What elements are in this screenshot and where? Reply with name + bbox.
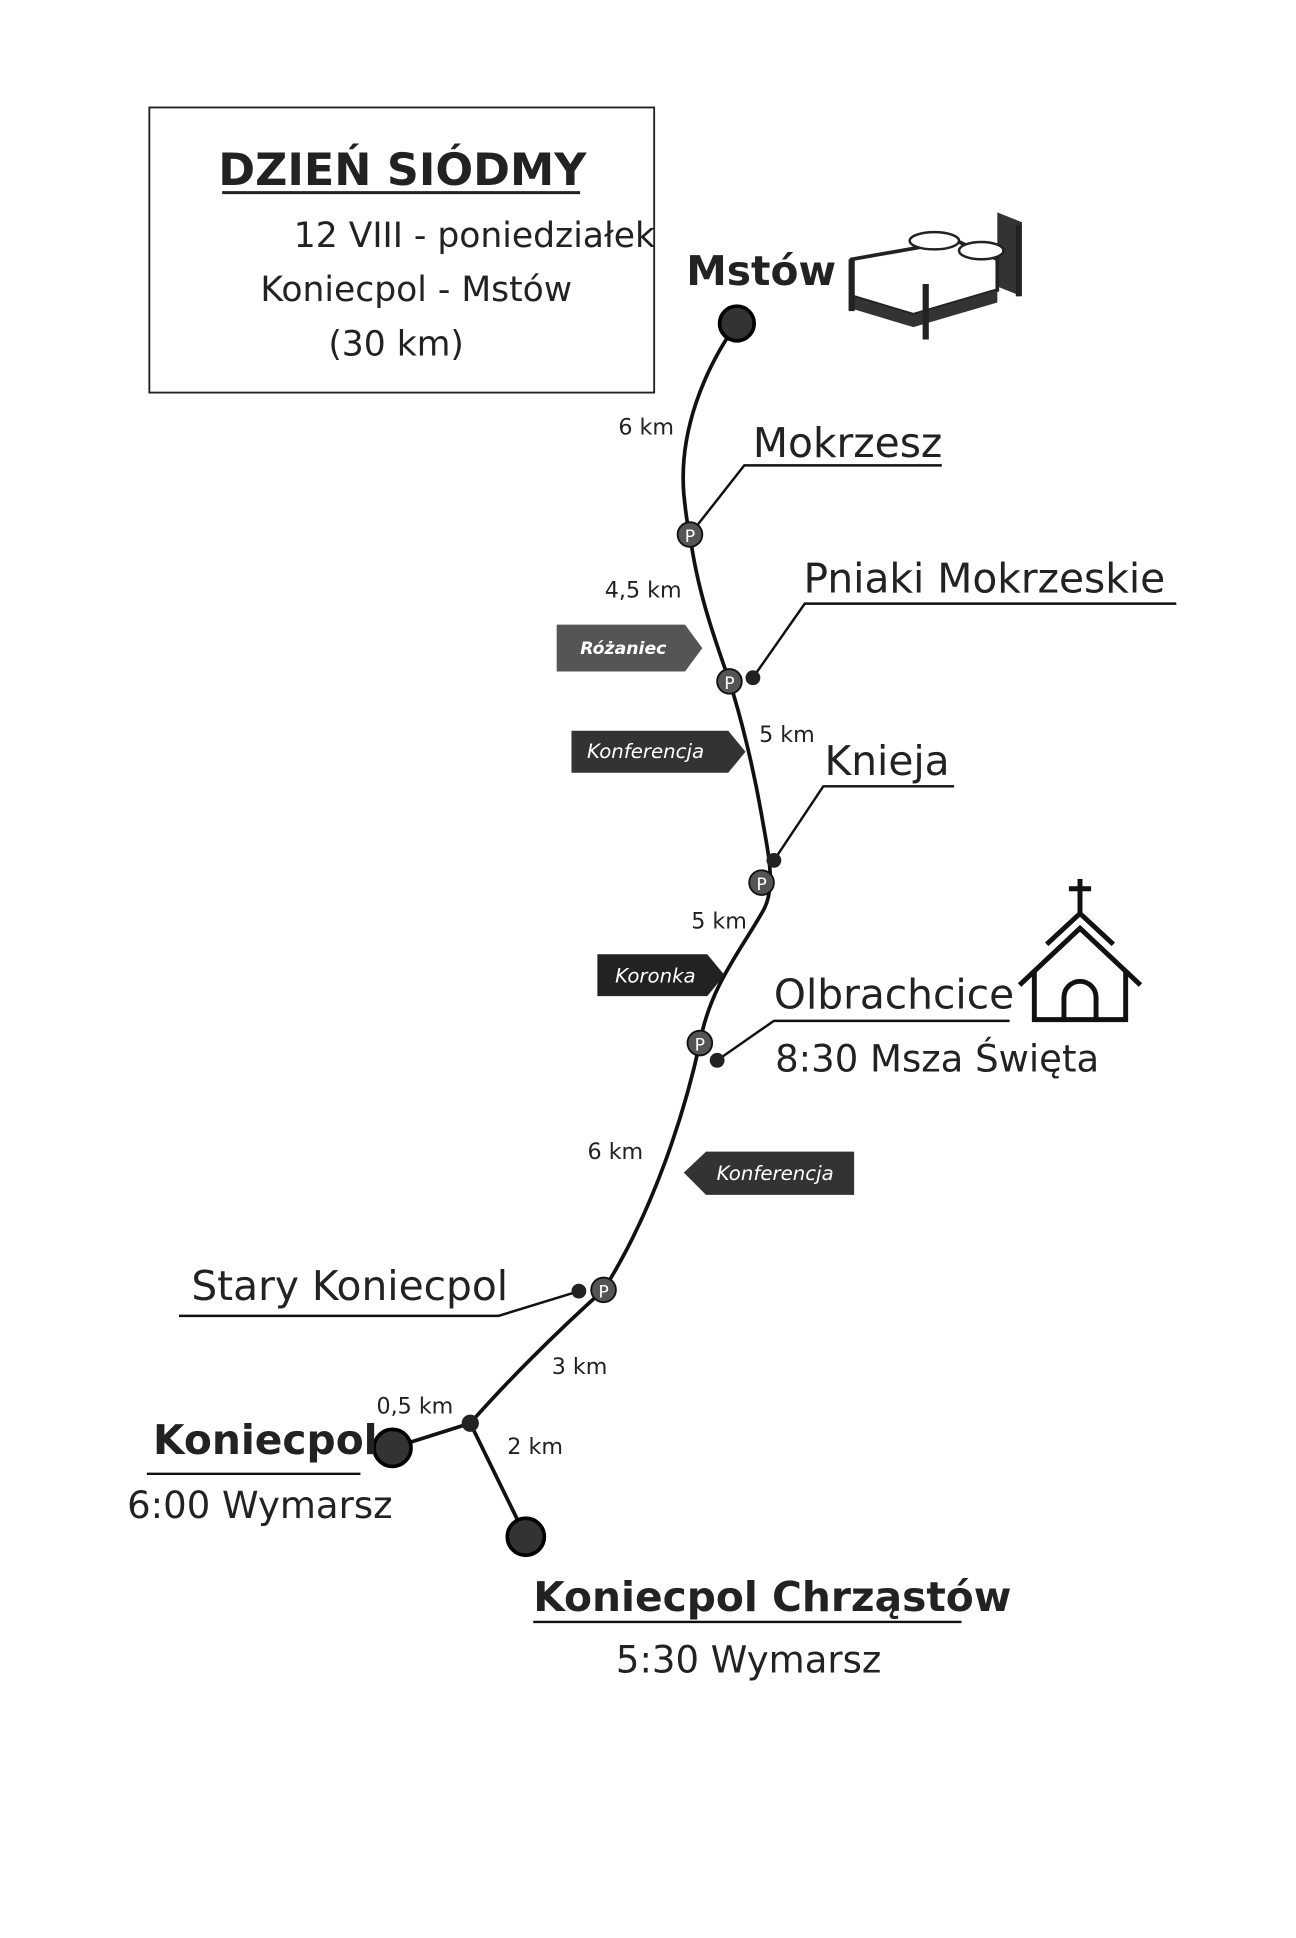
junction-point: [461, 1414, 479, 1432]
label-olbrachcice: Olbrachcice: [774, 970, 1014, 1018]
label-stary-koniecpol: Stary Koniecpol: [191, 1262, 508, 1310]
svg-text:Konferencja: Konferencja: [717, 1162, 834, 1185]
label-mokrzesz: Mokrzesz: [753, 419, 942, 467]
stop-marker: P: [748, 869, 775, 896]
stop-markers: P P P P P: [590, 521, 775, 1304]
svg-text:P: P: [685, 527, 695, 547]
bed-icon: [848, 212, 1022, 340]
point-koniecpol: [372, 1427, 413, 1469]
stop-marker: P: [686, 1029, 714, 1057]
stop-marker: P: [716, 668, 743, 695]
label-chrzastow-departure: 5:30 Wymarsz: [616, 1639, 881, 1682]
label-pniaki: Pniaki Mokrzeskie: [804, 555, 1166, 603]
dot-knieja: [766, 852, 782, 868]
svg-text:P: P: [598, 1282, 608, 1302]
label-mstow: Mstów: [686, 247, 836, 295]
point-chrzastow: [505, 1516, 547, 1558]
date-text: 12 VIII - poniedziałek: [294, 216, 655, 256]
dot-stary-koniecpol: [571, 1283, 587, 1299]
dot-pniaki: [745, 670, 761, 686]
day-title: DZIEŃ SIÓDMY: [218, 143, 587, 196]
svg-text:Koronka: Koronka: [615, 965, 696, 988]
svg-text:P: P: [724, 674, 734, 694]
route-text: Koniecpol - Mstów: [260, 270, 572, 310]
route-line: [468, 322, 773, 1425]
distance-label: 3 km: [552, 1354, 608, 1380]
leader-lines: [146, 464, 1177, 1624]
stop-marker: P: [676, 521, 704, 548]
distance-label: 0,5 km: [376, 1393, 453, 1419]
distance-label: 6 km: [588, 1139, 644, 1165]
svg-text:P: P: [695, 1035, 705, 1055]
church-icon: [1017, 878, 1143, 1023]
svg-text:P: P: [756, 875, 766, 895]
distance-label: 2 km: [507, 1434, 563, 1460]
title-box: DZIEŃ SIÓDMY 12 VIII - poniedziałek Koni…: [148, 106, 656, 394]
tag-koronka: Koronka: [597, 954, 725, 997]
distance-label: 4,5 km: [605, 577, 682, 603]
svg-text:Różaniec: Różaniec: [580, 639, 667, 659]
tag-konferencja: Konferencja: [683, 1151, 855, 1195]
distance-label: 5 km: [759, 722, 815, 748]
label-knieja: Knieja: [825, 737, 950, 785]
label-chrzastow: Koniecpol Chrząstów: [533, 1573, 1011, 1621]
dot-olbrachcice: [709, 1052, 725, 1068]
distance-text: (30 km): [328, 325, 464, 365]
label-koniecpol-departure: 6:00 Wymarsz: [127, 1484, 392, 1527]
label-koniecpol: Koniecpol: [153, 1416, 378, 1464]
distance-label: 5 km: [691, 908, 747, 934]
tag-konferencja: Konferencja: [571, 730, 746, 773]
tag-rozaniec: Różaniec: [556, 624, 703, 672]
distance-label: 6 km: [618, 415, 674, 441]
label-mass-time: 8:30 Msza Święta: [775, 1036, 1099, 1080]
svg-text:Konferencja: Konferencja: [587, 740, 704, 763]
stop-marker: P: [590, 1276, 617, 1304]
start-point-mstow: [717, 304, 756, 343]
